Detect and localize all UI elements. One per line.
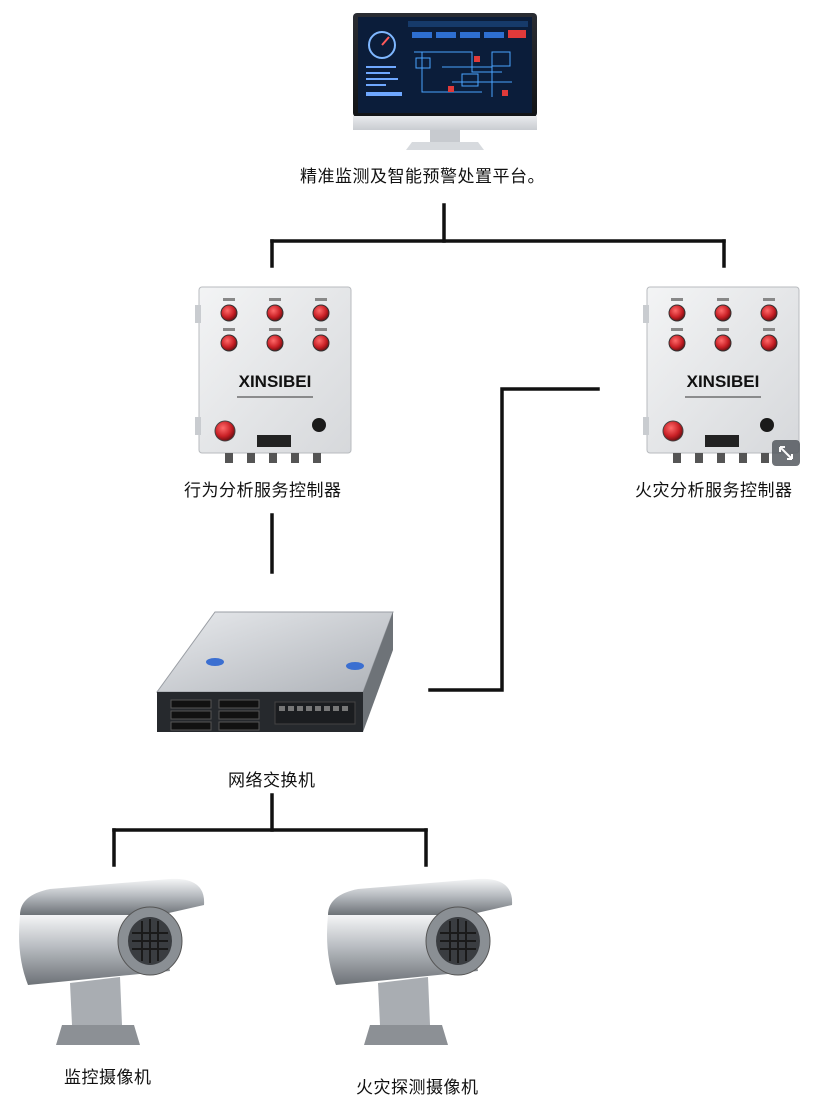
monitor-camera: [10, 875, 210, 1055]
platform-monitor: [352, 12, 538, 152]
fire-controller-box: XINSIBEI: [643, 285, 803, 465]
svg-text:XINSIBEI: XINSIBEI: [239, 372, 312, 391]
fire-controller-label: 火灾分析服务控制器: [635, 481, 793, 501]
expand-icon[interactable]: [772, 440, 800, 466]
platform-label: 精准监测及智能预警处置平台。: [300, 167, 545, 187]
network-switch: [155, 610, 395, 745]
fire-camera: [318, 875, 518, 1055]
switch-label: 网络交换机: [228, 771, 316, 791]
fire-camera-label: 火灾探测摄像机: [356, 1078, 479, 1098]
svg-text:XINSIBEI: XINSIBEI: [687, 372, 760, 391]
behavior-controller-box: XINSIBEI: [195, 285, 355, 465]
behavior-controller-label: 行为分析服务控制器: [184, 481, 342, 501]
monitor-camera-label: 监控摄像机: [64, 1068, 152, 1088]
